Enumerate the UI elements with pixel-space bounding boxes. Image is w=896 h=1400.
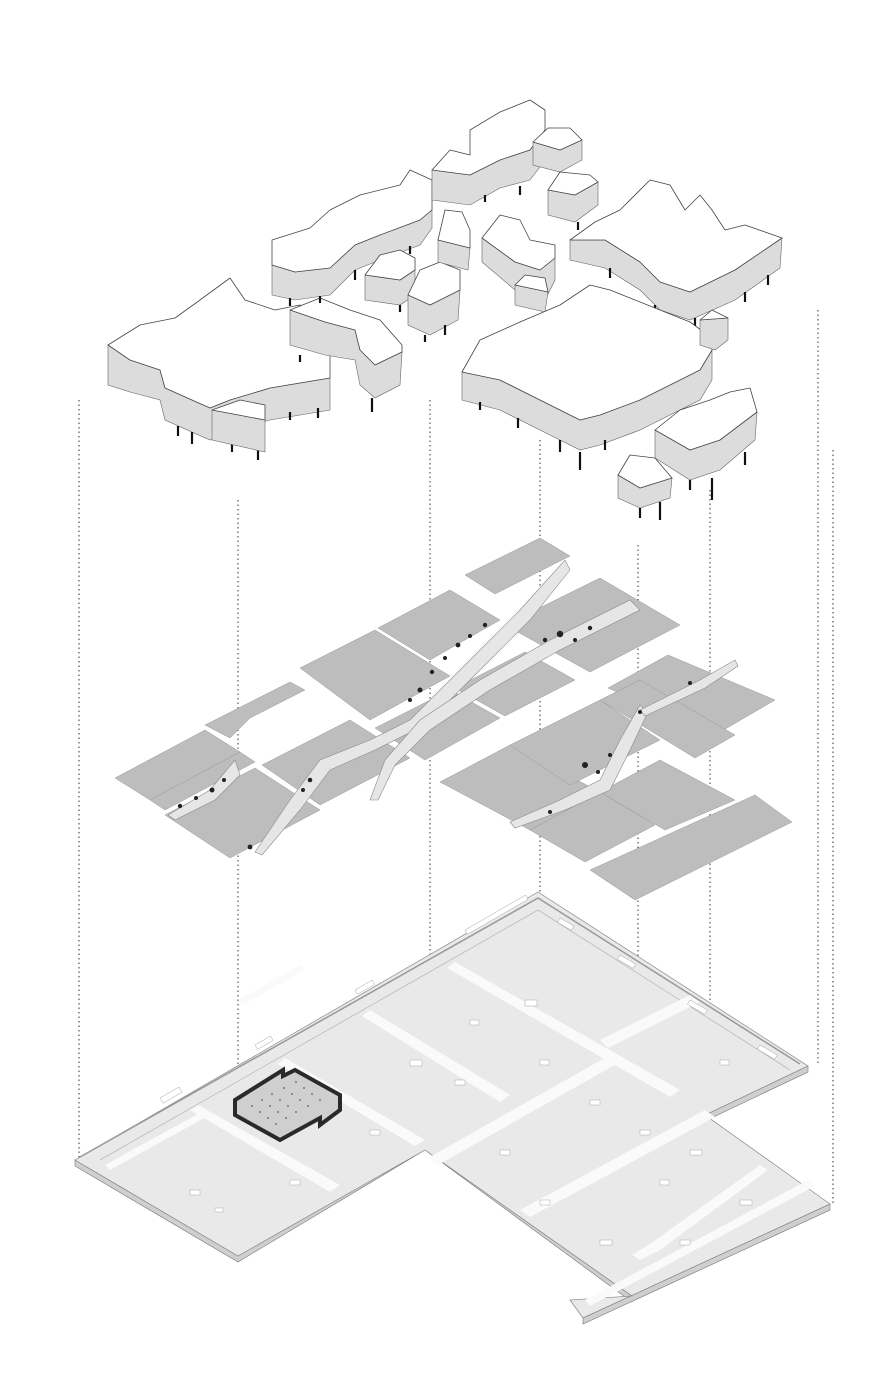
canopy-slab-top	[431, 99, 546, 206]
canopy-slab-center-post	[437, 209, 471, 271]
site-base-layer	[74, 891, 831, 1325]
plot-layer	[114, 537, 793, 901]
plot-block	[204, 681, 306, 739]
canopy-slab-mid-small	[364, 249, 416, 312]
canopy-slab-lower-right	[654, 387, 758, 500]
winding-path	[639, 659, 739, 717]
winding-path	[369, 599, 641, 801]
plot-block	[599, 759, 736, 831]
winding-path	[254, 559, 571, 856]
plaza-dots	[251, 1081, 321, 1125]
canopy-slab-center-left	[407, 261, 461, 342]
plot-block	[377, 589, 501, 661]
plot-block	[454, 651, 576, 717]
canopy-slab-mid-left	[289, 297, 403, 412]
canopy-slab-top-right-small	[532, 127, 583, 173]
site-furniture	[189, 999, 753, 1246]
rim-features	[159, 894, 778, 1104]
plot-block	[599, 679, 736, 759]
plot-block	[299, 629, 451, 721]
canopy-slab-right-pillar	[699, 309, 729, 351]
canopy-slab-right-center	[461, 284, 713, 470]
plot-block	[509, 699, 661, 786]
canopy-slab-left-low	[211, 399, 266, 453]
central-plaza	[233, 1066, 342, 1143]
canopy-slab-upper-mid	[271, 169, 433, 306]
plot-block	[464, 537, 571, 595]
plot-block	[149, 751, 256, 811]
tree-markers	[177, 622, 692, 850]
canopy-slab-lower-right-small	[617, 454, 673, 520]
canopy-slab-right-upper	[547, 171, 599, 230]
plot-block	[589, 794, 793, 901]
canopy-layer	[107, 99, 783, 520]
canopy-slab-top-center-low	[514, 274, 549, 313]
